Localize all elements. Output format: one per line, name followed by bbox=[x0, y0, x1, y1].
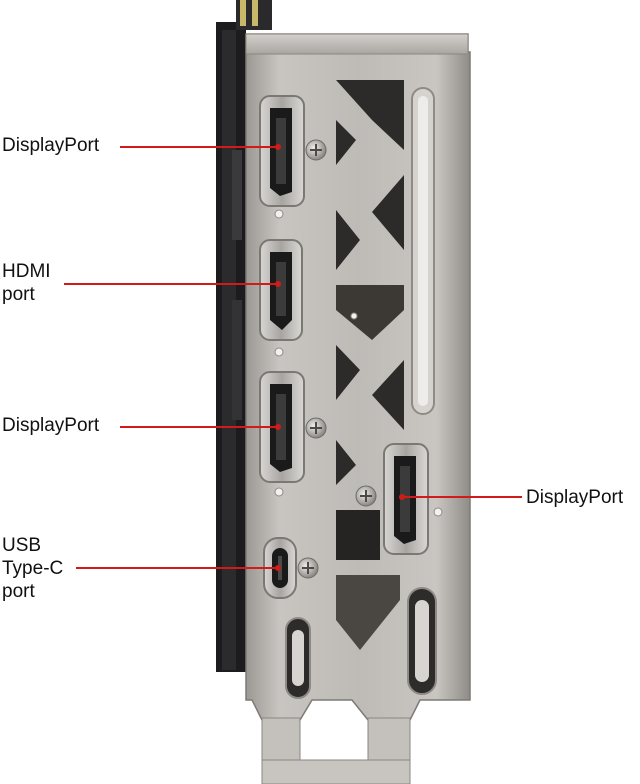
callout-label-hdmi: HDMI port bbox=[2, 260, 51, 306]
vent-cutouts bbox=[336, 80, 435, 650]
callout-dot-displayport-right bbox=[399, 494, 405, 500]
callout-line-hdmi bbox=[64, 283, 278, 285]
bottom-vent-slots bbox=[285, 587, 437, 699]
callout-label-usb-c: USB Type-C port bbox=[2, 534, 63, 603]
callout-line-displayport-top bbox=[120, 146, 278, 148]
bracket-rivets bbox=[274, 209, 443, 517]
callout-label-hdmi-line1: HDMI bbox=[2, 261, 51, 282]
callout-label-displayport-right: DisplayPort bbox=[526, 487, 624, 508]
callout-label-usb-c-line2: Type-C bbox=[2, 558, 64, 579]
callout-dot-hdmi bbox=[275, 281, 281, 287]
displayport-connector-top bbox=[259, 95, 305, 207]
displayport-connector-right bbox=[383, 443, 429, 555]
hdmi-connector bbox=[259, 239, 303, 341]
callout-dot-displayport-top bbox=[275, 144, 281, 150]
callout-label-displayport-top: DisplayPort bbox=[2, 135, 100, 156]
bracket-screws bbox=[297, 139, 377, 579]
callout-line-displayport-middle bbox=[120, 426, 278, 428]
displayport-connector-middle bbox=[259, 371, 305, 483]
callout-label-displayport-middle: DisplayPort bbox=[2, 415, 100, 436]
callout-line-usb-c bbox=[76, 567, 278, 569]
card-shroud bbox=[216, 0, 272, 672]
callout-label-hdmi-line2: port bbox=[2, 284, 35, 305]
callout-label-usb-c-line3: port bbox=[2, 581, 35, 602]
callout-dot-usb-c bbox=[275, 565, 281, 571]
callout-dot-displayport-middle bbox=[275, 424, 281, 430]
callout-line-displayport-right bbox=[402, 496, 522, 498]
callout-label-usb-c-line1: USB bbox=[2, 535, 42, 556]
